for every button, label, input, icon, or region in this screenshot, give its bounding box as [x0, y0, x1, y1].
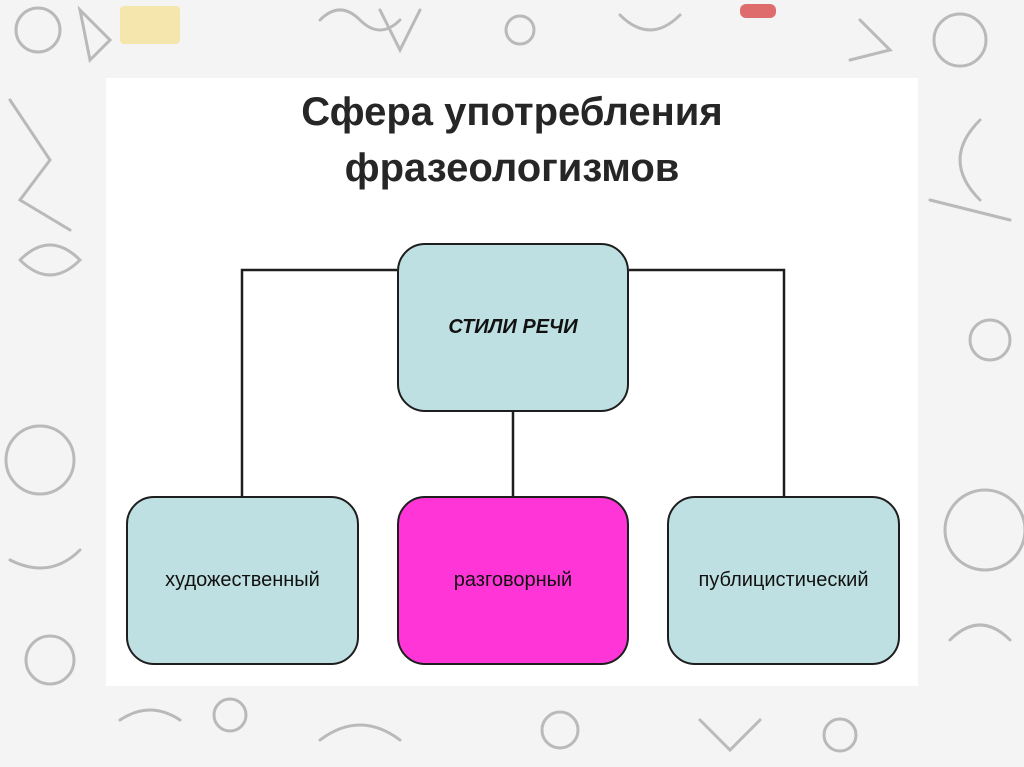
- child-node-artistic: художественный: [126, 496, 359, 665]
- title-line-2: фразеологизмов: [344, 146, 680, 190]
- slide-title: Сфера употребления фразеологизмов: [106, 84, 918, 196]
- connector-right: [629, 268, 786, 496]
- title-line-1: Сфера употребления: [301, 90, 723, 134]
- root-node-speech-styles: СТИЛИ РЕЧИ: [397, 243, 629, 412]
- connector-left: [240, 268, 397, 496]
- child-node-journalistic: публицистический: [667, 496, 900, 665]
- child-node-colloquial: разговорный: [397, 496, 629, 665]
